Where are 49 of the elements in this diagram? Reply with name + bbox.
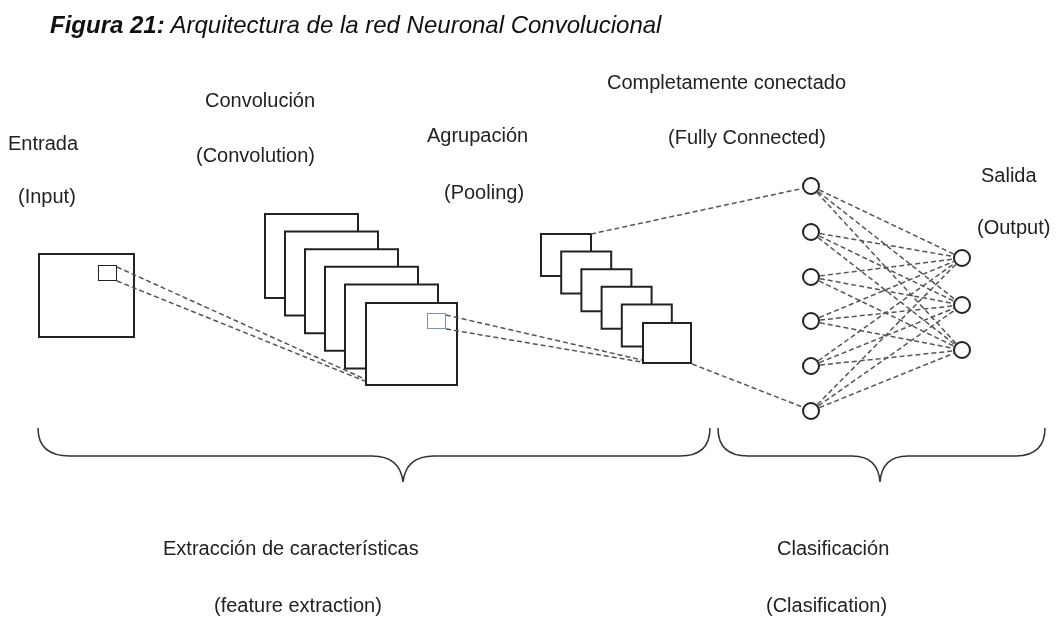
layer-label: Clasificación — [777, 536, 890, 560]
kernel-window-square — [427, 313, 446, 329]
feature-map-square — [365, 302, 458, 386]
figure-title: Figura 21: Arquitectura de la red Neuronal Convolucional — [50, 10, 662, 40]
input-square — [38, 253, 135, 338]
layer-label: (Output) — [977, 215, 1051, 239]
dashed-connection-line — [116, 266, 366, 382]
dashed-connection-line — [819, 232, 954, 258]
neuron-circle — [802, 312, 820, 330]
feature-map-square — [642, 322, 692, 364]
dashed-connection-line — [819, 277, 954, 305]
dashed-connection-line — [819, 258, 954, 277]
dashed-connection-line — [817, 236, 956, 346]
dashed-connection-line — [816, 263, 957, 406]
layer-label: Entrada — [8, 131, 79, 155]
neuron-circle — [802, 268, 820, 286]
dashed-connection-line — [818, 280, 955, 347]
layer-label: Completamente conectado — [607, 70, 847, 94]
layer-label: (Input) — [18, 184, 76, 208]
layer-label: (Convolution) — [196, 143, 315, 167]
dashed-connection-line — [816, 191, 957, 345]
dashed-connection-line — [817, 262, 956, 362]
dashed-connection-line — [818, 307, 955, 364]
layer-label: (feature extraction) — [214, 593, 382, 617]
neuron-circle — [953, 296, 971, 314]
dashed-connection-line — [818, 189, 955, 255]
dashed-connection-line — [817, 309, 956, 407]
layer-label: Agrupación — [427, 123, 529, 147]
neuron-circle — [802, 402, 820, 420]
kernel-window-square — [98, 265, 117, 281]
dashed-connection-line — [818, 235, 955, 302]
dashed-connection-line — [818, 260, 955, 319]
dashed-connection-line — [819, 305, 954, 321]
neuron-circle — [953, 341, 971, 359]
layer-label: Convolución — [205, 88, 316, 112]
layer-label: Extracción de características — [163, 536, 419, 560]
dashed-connection-line — [817, 190, 956, 301]
dashed-connection-line — [445, 314, 643, 363]
dashed-connection-line — [691, 363, 804, 408]
layer-label: (Fully Connected) — [668, 125, 826, 149]
layer-label: (Pooling) — [444, 180, 525, 204]
neuron-circle — [953, 249, 971, 267]
layer-label: (Clasification) — [766, 593, 888, 617]
neuron-circle — [802, 357, 820, 375]
neuron-circle — [802, 223, 820, 241]
layer-label: Salida — [981, 163, 1037, 187]
dashed-connection-line — [818, 352, 955, 409]
neuron-circle — [802, 177, 820, 195]
dashed-connection-line — [819, 350, 954, 366]
